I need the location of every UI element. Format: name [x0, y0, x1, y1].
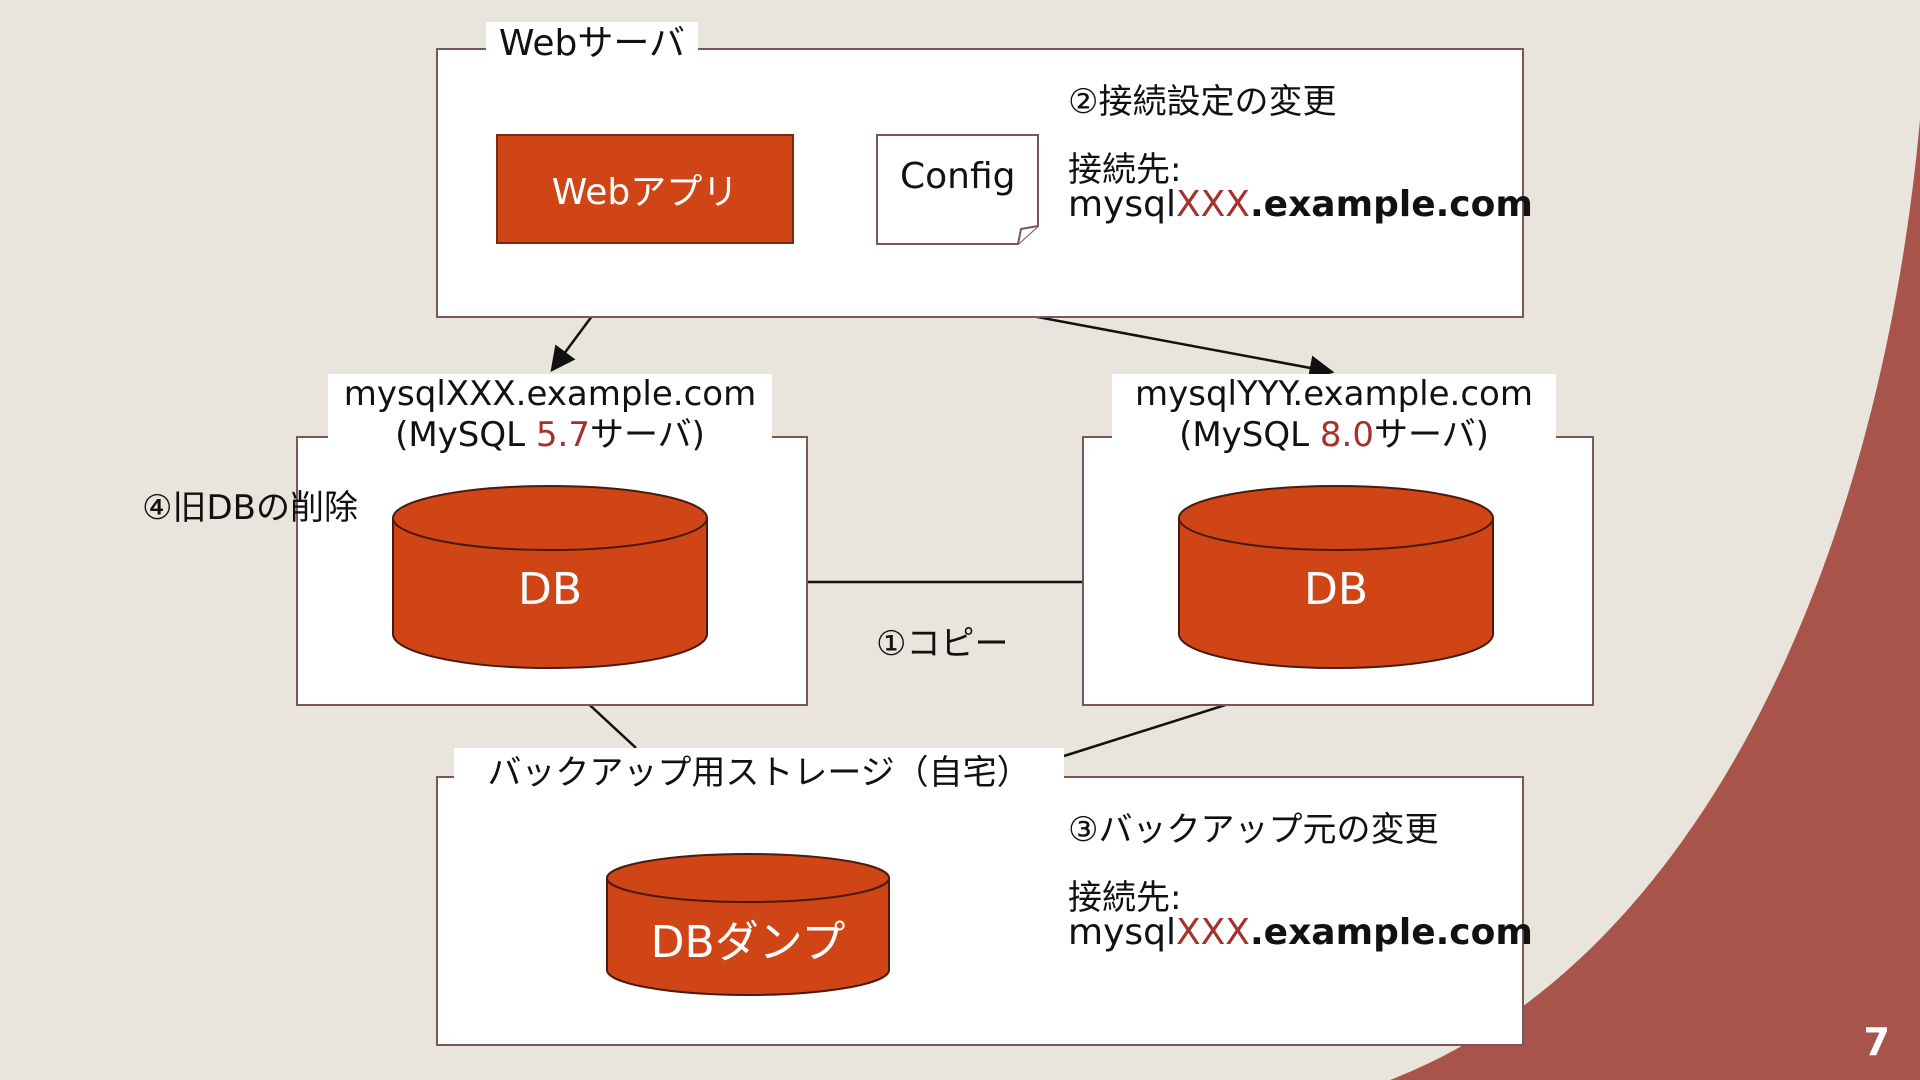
- new-db-version: (MySQL 8.0サーバ): [1112, 415, 1556, 456]
- new-db-label: DB: [1303, 564, 1369, 615]
- step3-host-old: XXX: [1175, 912, 1250, 953]
- step3-host-prefix: mysql: [1068, 912, 1176, 953]
- backup-tab-label: バックアップ用ストレージ（自宅）: [454, 748, 1064, 798]
- web-app-box[interactable]: Webアプリ: [496, 134, 794, 244]
- old-db-version-prefix: (MySQL: [395, 414, 536, 455]
- old-db-host: mysqlXXX.example.com: [343, 374, 757, 414]
- new-db-host: mysqlYYY.example.com: [1135, 374, 1533, 414]
- step3-conn-label: 接続先:: [1068, 878, 1182, 918]
- new-db-version-number: 8.0: [1319, 414, 1374, 455]
- new-db-cylinder-icon[interactable]: [1176, 484, 1500, 672]
- new-db-tab: mysqlYYY.example.com (MySQL 8.0サーバ): [1112, 374, 1556, 466]
- old-db-tab: mysqlXXX.example.com (MySQL 5.7サーバ): [328, 374, 772, 466]
- web-app-label: Webアプリ: [551, 172, 739, 213]
- old-db-version: (MySQL 5.7サーバ): [328, 415, 772, 456]
- step2-host-prefix: mysql: [1068, 184, 1176, 225]
- db-dump-label: DBダンプ: [650, 917, 846, 968]
- step3-host: mysqlXXX.example.com: [1068, 912, 1533, 953]
- new-db-version-suffix: サーバ): [1373, 414, 1489, 455]
- config-document-icon[interactable]: [876, 134, 1040, 246]
- old-db-version-number: 5.7: [535, 414, 590, 455]
- step2-host: mysqlXXX.example.com: [1068, 184, 1533, 225]
- step4-label: ④旧DBの削除: [142, 488, 358, 528]
- step2-conn-label: 接続先:: [1068, 150, 1182, 190]
- step3-title: ③バックアップ元の変更: [1068, 810, 1439, 850]
- old-db-label: DB: [517, 564, 583, 615]
- db-dump-cylinder-icon[interactable]: [604, 852, 892, 998]
- step1-label: ①コピー: [876, 624, 1009, 664]
- web-server-tab-label: Webサーバ: [486, 22, 698, 66]
- page-number: 7: [1863, 1020, 1890, 1064]
- step3-host-suffix: .example.com: [1249, 912, 1533, 953]
- step2-title: ②接続設定の変更: [1068, 82, 1337, 122]
- new-db-version-prefix: (MySQL: [1179, 414, 1320, 455]
- step2-host-old: XXX: [1175, 184, 1250, 225]
- old-db-version-suffix: サーバ): [589, 414, 705, 455]
- step2-host-suffix: .example.com: [1249, 184, 1533, 225]
- old-db-cylinder-icon[interactable]: [390, 484, 714, 672]
- config-label: Config: [900, 156, 1016, 197]
